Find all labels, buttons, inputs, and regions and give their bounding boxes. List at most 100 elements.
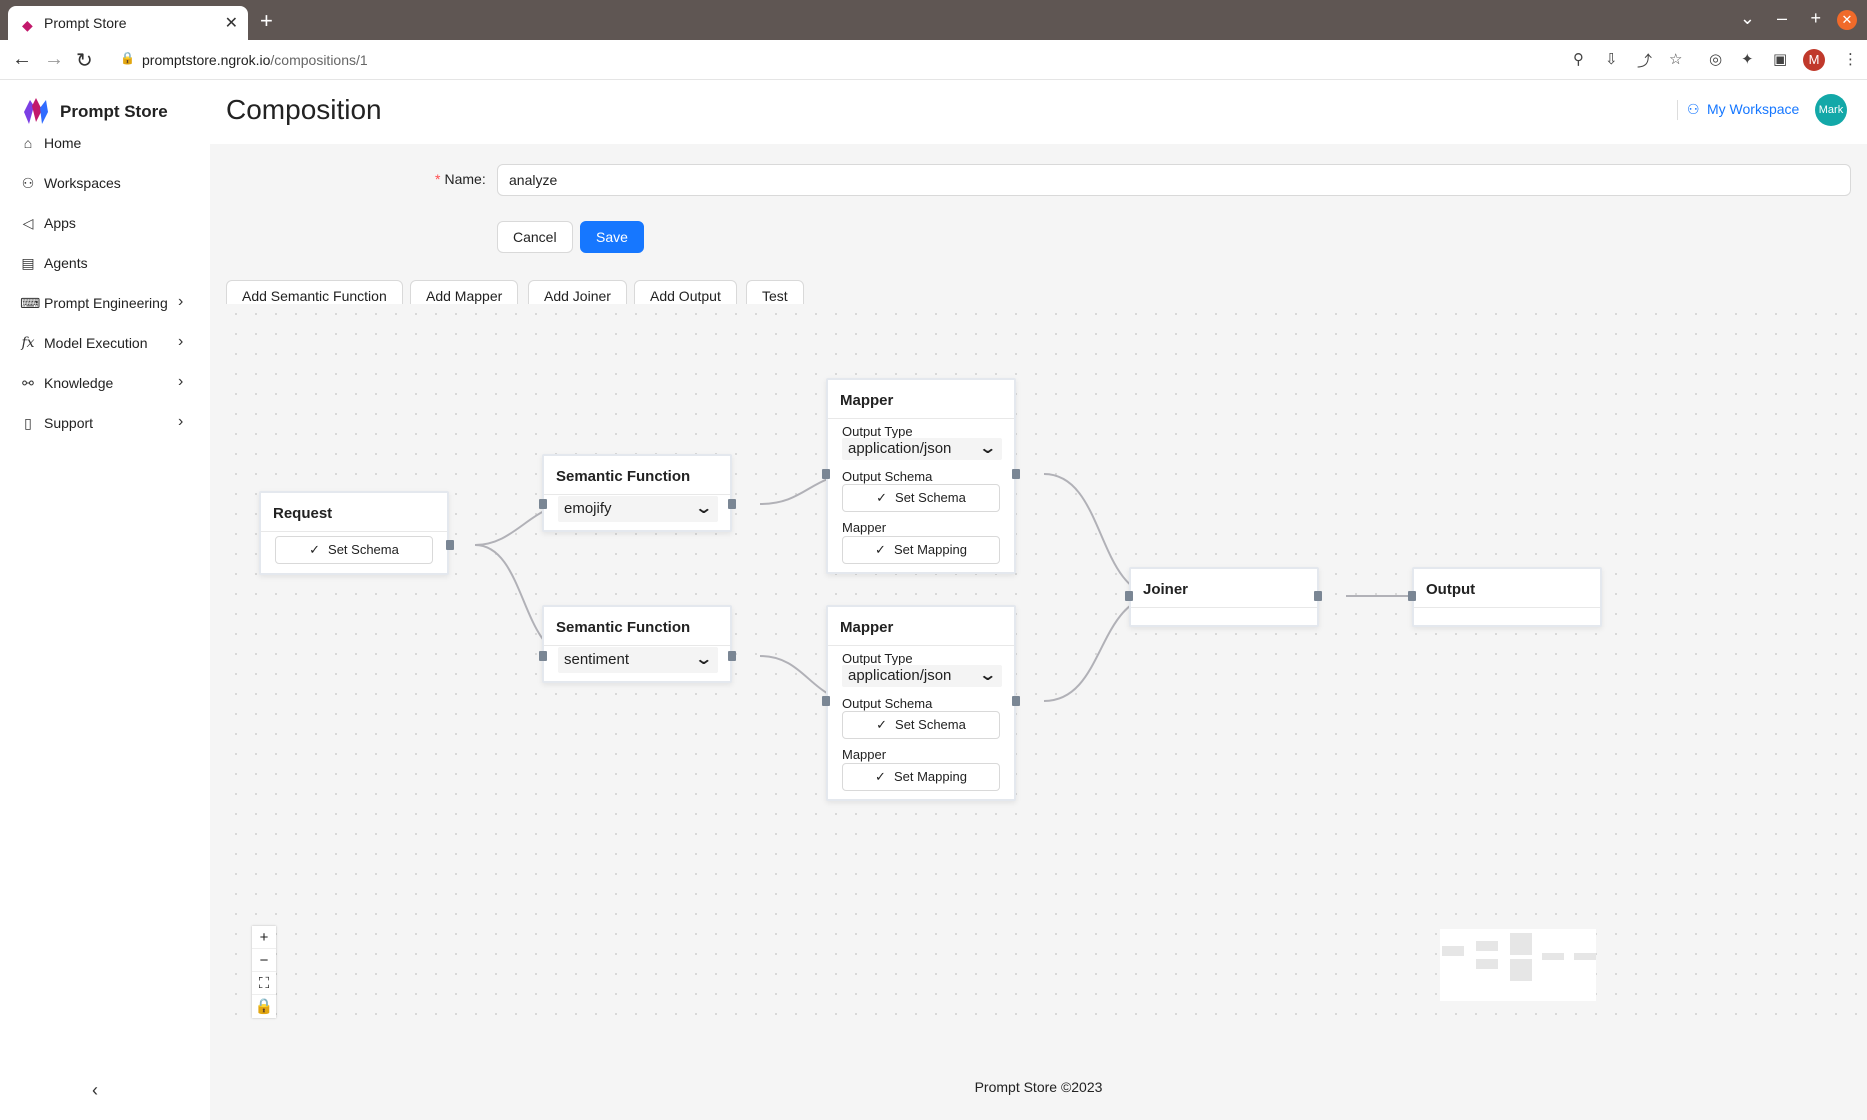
set-schema-button[interactable]: ✓Set Schema [842, 484, 1000, 512]
side-panel-icon[interactable]: ▣ [1773, 51, 1788, 68]
sidebar-item-agents[interactable]: ▤ Agents [0, 244, 210, 284]
sidebar-item-support[interactable]: ▯ Support › [0, 404, 210, 444]
semantic-function-node-sentiment[interactable]: Semantic Function sentiment ⌄ [542, 605, 732, 683]
workspace-label[interactable]: My Workspace [1707, 101, 1800, 117]
set-mapping-button[interactable]: ✓Set Mapping [842, 536, 1000, 564]
browser-tab[interactable]: ◆ Prompt Store ✕ [8, 6, 248, 40]
node-title: Request [273, 505, 333, 522]
save-button[interactable]: Save [580, 221, 644, 253]
required-marker: * [435, 171, 441, 187]
puzzle-icon[interactable]: ✦ [1741, 51, 1754, 68]
chevron-down-icon: ⌄ [977, 667, 997, 684]
sf1-input-handle[interactable] [539, 499, 547, 509]
output-node[interactable]: Output [1412, 567, 1602, 627]
set-mapping-button[interactable]: ✓Set Mapping [842, 763, 1000, 791]
request-output-handle[interactable] [446, 540, 454, 550]
maximize-icon[interactable]: + [1810, 8, 1821, 28]
divider [1131, 607, 1317, 608]
fx-icon: fx [21, 335, 35, 351]
browser-tab-title: Prompt Store [44, 15, 127, 31]
reload-icon[interactable]: ↻ [76, 50, 93, 72]
forward-icon[interactable]: → [44, 48, 64, 70]
select-value: sentiment [564, 651, 630, 668]
output-input-handle[interactable] [1408, 591, 1416, 601]
lock-icon[interactable]: 🔒 [254, 998, 274, 1015]
back-icon[interactable]: ← [12, 48, 32, 70]
button-label: Set Schema [328, 542, 399, 557]
zoom-in-icon[interactable]: + [252, 926, 276, 949]
mapper2-input-handle[interactable] [822, 696, 830, 706]
cancel-button[interactable]: Cancel [497, 221, 573, 253]
sidebar-item-label: Apps [44, 215, 76, 231]
semantic-function-select[interactable]: emojify ⌄ [558, 496, 718, 522]
sf2-input-handle[interactable] [539, 651, 547, 661]
set-schema-button[interactable]: ✓Set Schema [842, 711, 1000, 739]
mapper-node-1[interactable]: Mapper Output Type application/json ⌄ Ou… [826, 378, 1016, 574]
bookmark-star-icon[interactable]: ☆ [1669, 51, 1683, 68]
sidebar-item-prompt-engineering[interactable]: ⌨ Prompt Engineering › [0, 284, 210, 324]
minimize-icon[interactable]: – [1776, 8, 1787, 28]
check-icon: ✓ [875, 542, 886, 557]
browser-menu-icon[interactable]: ⋮ [1843, 51, 1858, 68]
divider [544, 645, 730, 646]
window-close-icon[interactable]: ✕ [1837, 10, 1857, 30]
select-value: application/json [848, 667, 952, 684]
url-host: promptstore.ngrok.io [142, 52, 271, 68]
semantic-function-select[interactable]: sentiment ⌄ [558, 647, 718, 673]
mapper2-output-handle[interactable] [1012, 696, 1020, 706]
name-input[interactable] [497, 164, 1851, 196]
sidebar-item-apps[interactable]: ◁ Apps [0, 204, 210, 244]
share-icon[interactable]: ⤴ [1637, 53, 1653, 70]
extension-icon[interactable]: ◎ [1709, 51, 1723, 68]
mapper1-input-handle[interactable] [822, 469, 830, 479]
divider [1414, 607, 1600, 608]
sidebar-item-home[interactable]: ⌂ Home [0, 124, 210, 164]
zoom-icon[interactable]: ⚲ [1573, 51, 1584, 68]
url-field[interactable]: 🔒 promptstore.ngrok.io/compositions/1 [110, 47, 1840, 73]
sidebar-item-model-execution[interactable]: fx Model Execution › [0, 324, 210, 364]
main-content: *Name: Cancel Save Add Semantic Function… [210, 144, 1867, 1120]
divider [828, 418, 1014, 419]
mapper-label: Mapper [842, 747, 887, 762]
output-type-select[interactable]: application/json ⌄ [842, 665, 1002, 687]
select-value: emojify [564, 500, 612, 517]
node-title: Mapper [840, 619, 894, 636]
workspace-switcher[interactable]: ⚇ My Workspace Mark [1677, 92, 1847, 128]
sidebar-item-workspaces[interactable]: ⚇ Workspaces [0, 164, 210, 204]
divider [1677, 100, 1678, 120]
code-icon: ⌨ [20, 295, 41, 311]
sidebar-item-label: Model Execution [44, 335, 148, 351]
semantic-function-node-emojify[interactable]: Semantic Function emojify ⌄ [542, 454, 732, 532]
joiner-input-handle[interactable] [1125, 591, 1133, 601]
tab-close-icon[interactable]: ✕ [224, 15, 238, 32]
new-tab-icon[interactable]: + [260, 8, 273, 33]
install-icon[interactable]: ⇩ [1605, 51, 1618, 68]
chevron-down-icon: ⌄ [977, 440, 997, 457]
flow-canvas[interactable]: Request ✓Set Schema Semantic Function em… [226, 304, 1866, 1024]
joiner-output-handle[interactable] [1314, 591, 1322, 601]
zoom-out-icon[interactable]: − [252, 949, 276, 972]
node-title: Output [1426, 581, 1476, 598]
node-title: Mapper [840, 392, 894, 409]
sf2-output-handle[interactable] [728, 651, 736, 661]
set-schema-button[interactable]: ✓Set Schema [275, 536, 433, 564]
flow-minimap[interactable] [1440, 929, 1596, 1001]
output-type-select[interactable]: application/json ⌄ [842, 438, 1002, 460]
button-label: Set Schema [895, 490, 966, 505]
fit-view-icon[interactable]: ⛶ [252, 972, 276, 995]
user-avatar[interactable]: Mark [1815, 94, 1847, 126]
footer: Prompt Store ©2023 [974, 1079, 1103, 1095]
request-node[interactable]: Request ✓Set Schema [259, 491, 449, 575]
megaphone-icon: ◁ [22, 215, 34, 231]
sidebar-item-knowledge[interactable]: ⚯ Knowledge › [0, 364, 210, 404]
sf1-output-handle[interactable] [728, 499, 736, 509]
mapper-node-2[interactable]: Mapper Output Type application/json ⌄ Ou… [826, 605, 1016, 801]
mapper1-output-handle[interactable] [1012, 469, 1020, 479]
joiner-node[interactable]: Joiner [1129, 567, 1319, 627]
home-icon: ⌂ [23, 135, 33, 151]
output-type-label: Output Type [842, 424, 913, 439]
profile-avatar[interactable]: M [1803, 49, 1825, 71]
tab-search-icon[interactable]: ⌄ [1739, 8, 1755, 28]
collapse-sidebar-icon[interactable]: ‹ [92, 1080, 98, 1100]
output-schema-label: Output Schema [842, 469, 933, 484]
